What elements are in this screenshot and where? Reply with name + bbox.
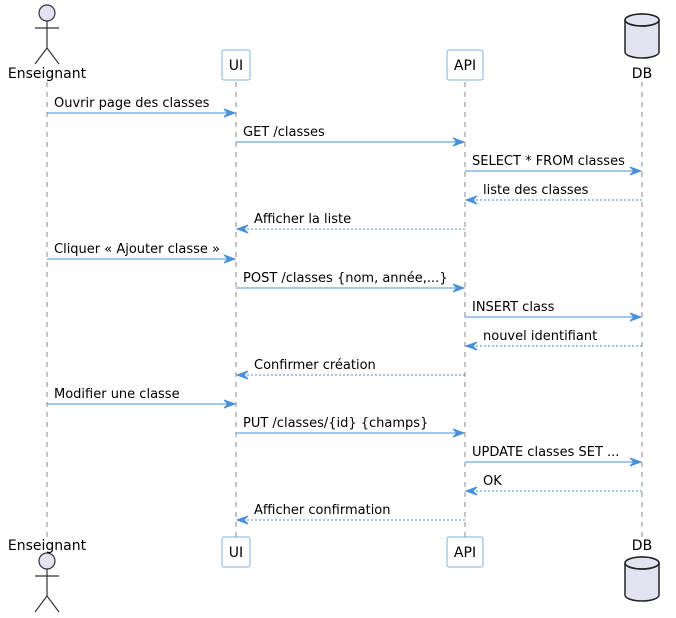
arrowhead — [235, 370, 249, 380]
arrowhead — [452, 137, 466, 147]
participant-api-bottom: API — [446, 536, 484, 568]
arrowhead — [629, 166, 643, 176]
actor-enseignant-top: Enseignant — [8, 4, 87, 82]
participant-label: DB — [632, 538, 652, 554]
participant-api-top: API — [446, 49, 484, 81]
message-label: Ouvrir page des classes — [54, 96, 210, 111]
arrowhead — [452, 283, 466, 293]
message-label: nouvel identifiant — [483, 329, 597, 344]
message-10: Confirmer création — [235, 358, 465, 380]
message-3: SELECT * FROM classes — [465, 154, 643, 176]
message-8: INSERT class — [465, 300, 643, 322]
arrowhead — [629, 457, 643, 467]
message-12: PUT /classes/{id} {champs} — [236, 416, 466, 438]
message-label: PUT /classes/{id} {champs} — [243, 416, 428, 431]
actor-leg-right — [46, 47, 60, 65]
participant-ui-top: UI — [221, 49, 251, 81]
message-label: POST /classes {nom, année,...} — [243, 271, 448, 286]
message-label: OK — [483, 474, 502, 489]
participant-label: UI — [229, 545, 243, 561]
arrowhead — [223, 399, 237, 409]
message-label: Cliquer « Ajouter classe » — [54, 242, 220, 257]
message-label: Afficher confirmation — [254, 503, 391, 518]
message-label: liste des classes — [483, 183, 589, 198]
message-7: POST /classes {nom, année,...} — [236, 271, 466, 293]
message-label: Modifier une classe — [54, 387, 180, 402]
participant-label: DB — [632, 66, 652, 82]
arrowhead — [235, 224, 249, 234]
message-1: Ouvrir page des classes — [47, 96, 237, 118]
participant-box — [446, 536, 484, 568]
arrowhead — [629, 312, 643, 322]
message-15: Afficher confirmation — [235, 503, 465, 525]
database-db-bottom: DB — [624, 538, 660, 602]
arrowhead — [223, 108, 237, 118]
participant-box — [221, 49, 251, 81]
actor-head — [38, 4, 56, 22]
actor-enseignant-bottom: Enseignant — [8, 538, 87, 613]
actor-leg-left — [34, 595, 48, 613]
message-6: Cliquer « Ajouter classe » — [47, 242, 237, 264]
participant-label: Enseignant — [8, 66, 87, 82]
message-label: Confirmer création — [254, 358, 376, 373]
participant-label: API — [454, 545, 476, 561]
message-2: GET /classes — [236, 125, 466, 147]
arrowhead — [464, 341, 478, 351]
participant-label: Enseignant — [8, 538, 87, 554]
message-label: SELECT * FROM classes — [472, 154, 625, 169]
message-label: INSERT class — [472, 300, 555, 315]
message-label: UPDATE classes SET ... — [472, 445, 619, 460]
actor-leg-left — [34, 47, 48, 65]
participant-ui-bottom: UI — [221, 536, 251, 568]
message-9: nouvel identifiant — [464, 329, 642, 351]
database-icon-rim — [624, 19, 660, 27]
arrowhead — [223, 254, 237, 264]
message-14: OK — [464, 474, 642, 496]
message-13: UPDATE classes SET ... — [465, 445, 643, 467]
arrowhead — [452, 428, 466, 438]
participant-label: UI — [229, 58, 243, 74]
database-icon-rim — [624, 562, 660, 570]
participant-box — [221, 536, 251, 568]
participant-label: API — [454, 58, 476, 74]
database-db-top: DB — [624, 13, 660, 82]
actor-head — [38, 552, 56, 570]
actor-leg-right — [46, 595, 60, 613]
arrowhead — [464, 486, 478, 496]
message-label: GET /classes — [243, 125, 325, 140]
message-5: Afficher la liste — [235, 212, 465, 234]
arrowhead — [235, 515, 249, 525]
message-4: liste des classes — [464, 183, 642, 205]
participant-box — [446, 49, 484, 81]
message-label: Afficher la liste — [254, 212, 351, 227]
arrowhead — [464, 195, 478, 205]
message-11: Modifier une classe — [47, 387, 237, 409]
